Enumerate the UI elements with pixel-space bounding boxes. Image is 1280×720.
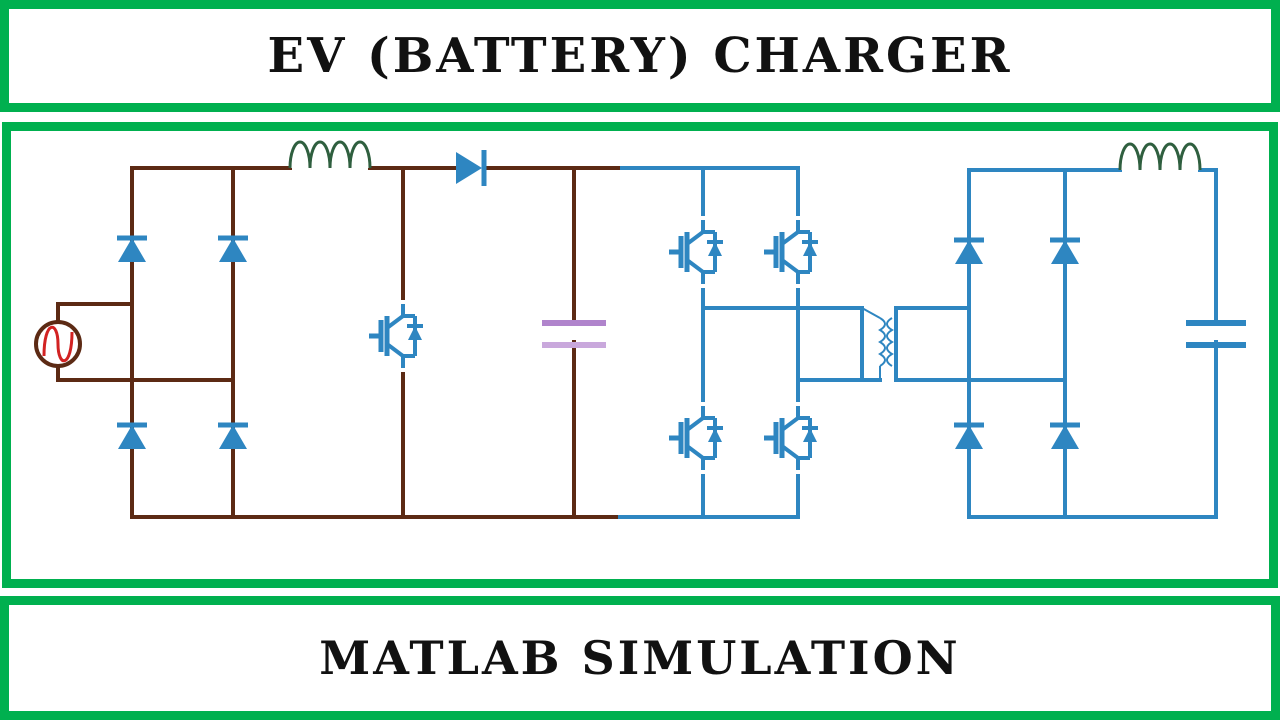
rectifier-diodes <box>117 238 248 449</box>
ac-source-icon <box>34 320 82 368</box>
footer-caption: MATLAB SIMULATION <box>319 631 961 685</box>
inductor-icon <box>288 140 372 169</box>
capacitor-icon <box>540 320 608 348</box>
inverter-switches <box>669 216 825 474</box>
diode-icon <box>117 425 147 449</box>
diode-icon <box>954 425 984 449</box>
diode-icon <box>1050 425 1080 449</box>
igbt-icon <box>369 300 426 372</box>
output-diodes <box>954 240 1080 449</box>
diode-icon <box>218 425 248 449</box>
diode-icon <box>456 150 487 186</box>
page-title: EV (BATTERY) CHARGER <box>267 28 1013 84</box>
inductor-icon <box>1118 142 1202 171</box>
footer-banner: MATLAB SIMULATION <box>0 596 1280 720</box>
diode-icon <box>1050 240 1080 264</box>
transformer-icon <box>861 307 894 380</box>
diode-icon <box>218 238 248 262</box>
diode-icon <box>954 240 984 264</box>
diode-icon <box>117 238 147 262</box>
capacitor-icon <box>1184 320 1248 348</box>
title-banner: EV (BATTERY) CHARGER <box>0 0 1280 112</box>
